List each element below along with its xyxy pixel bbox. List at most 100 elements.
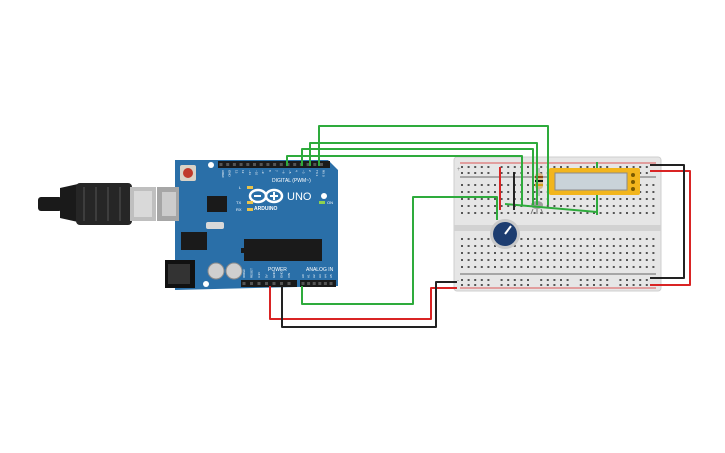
terminal-hole[interactable] bbox=[566, 259, 569, 261]
terminal-hole[interactable] bbox=[593, 205, 595, 207]
wire-rail-bridge-black[interactable] bbox=[650, 164, 685, 279]
rail-hole[interactable] bbox=[546, 279, 549, 281]
rail-hole[interactable] bbox=[467, 279, 470, 281]
power-wires-red[interactable] bbox=[269, 167, 691, 320]
terminal-hole[interactable] bbox=[579, 238, 582, 240]
terminal-hole[interactable] bbox=[639, 266, 642, 268]
terminal-hole[interactable] bbox=[612, 212, 615, 214]
terminal-hole[interactable] bbox=[553, 245, 556, 247]
terminal-hole[interactable] bbox=[546, 212, 549, 214]
terminal-hole[interactable] bbox=[480, 252, 483, 254]
terminal-hole[interactable] bbox=[546, 205, 549, 207]
terminal-hole[interactable] bbox=[619, 238, 622, 240]
terminal-hole[interactable] bbox=[480, 238, 483, 240]
digital-pin-socket[interactable] bbox=[313, 163, 317, 166]
rail-hole[interactable] bbox=[546, 284, 549, 286]
terminal-hole[interactable] bbox=[527, 252, 529, 254]
terminal-hole[interactable] bbox=[461, 184, 463, 186]
terminal-hole[interactable] bbox=[507, 184, 510, 186]
terminal-hole[interactable] bbox=[461, 266, 463, 268]
terminal-hole[interactable] bbox=[553, 252, 556, 254]
terminal-hole[interactable] bbox=[546, 259, 549, 261]
terminal-hole[interactable] bbox=[593, 238, 595, 240]
terminal-hole[interactable] bbox=[500, 252, 503, 254]
terminal-hole[interactable] bbox=[467, 252, 470, 254]
terminal-hole[interactable] bbox=[533, 259, 536, 261]
terminal-hole[interactable] bbox=[500, 212, 503, 214]
terminal-hole[interactable] bbox=[593, 252, 595, 254]
rail-hole[interactable] bbox=[566, 284, 569, 286]
terminal-hole[interactable] bbox=[639, 184, 642, 186]
terminal-hole[interactable] bbox=[586, 198, 589, 200]
terminal-hole[interactable] bbox=[467, 198, 470, 200]
terminal-hole[interactable] bbox=[599, 266, 602, 268]
rail-hole[interactable] bbox=[579, 284, 582, 286]
terminal-hole[interactable] bbox=[560, 259, 562, 261]
rail-hole[interactable] bbox=[566, 279, 569, 281]
terminal-hole[interactable] bbox=[480, 266, 483, 268]
rail-hole[interactable] bbox=[513, 279, 516, 281]
terminal-hole[interactable] bbox=[527, 245, 529, 247]
terminal-hole[interactable] bbox=[527, 238, 529, 240]
wire-d12-lcd[interactable] bbox=[286, 155, 523, 205]
wire-a0-pot[interactable] bbox=[301, 196, 498, 305]
terminal-hole[interactable] bbox=[599, 259, 602, 261]
terminal-hole[interactable] bbox=[586, 245, 589, 247]
terminal-hole[interactable] bbox=[573, 266, 576, 268]
terminal-hole[interactable] bbox=[619, 245, 622, 247]
rail-hole[interactable] bbox=[632, 166, 635, 168]
terminal-hole[interactable] bbox=[467, 245, 470, 247]
terminal-hole[interactable] bbox=[632, 259, 635, 261]
terminal-hole[interactable] bbox=[626, 259, 628, 261]
terminal-hole[interactable] bbox=[540, 245, 543, 247]
rail-hole[interactable] bbox=[461, 284, 463, 286]
terminal-hole[interactable] bbox=[474, 238, 477, 240]
digital-pin-socket[interactable] bbox=[239, 163, 243, 166]
terminal-hole[interactable] bbox=[639, 212, 642, 214]
terminal-hole[interactable] bbox=[513, 259, 516, 261]
terminal-hole[interactable] bbox=[645, 259, 648, 261]
terminal-hole[interactable] bbox=[645, 266, 648, 268]
terminal-hole[interactable] bbox=[639, 238, 642, 240]
terminal-hole[interactable] bbox=[612, 266, 615, 268]
terminal-hole[interactable] bbox=[593, 212, 595, 214]
terminal-hole[interactable] bbox=[474, 191, 477, 193]
terminal-hole[interactable] bbox=[560, 212, 562, 214]
rail-hole[interactable] bbox=[467, 166, 470, 168]
terminal-hole[interactable] bbox=[579, 259, 582, 261]
terminal-hole[interactable] bbox=[626, 245, 628, 247]
terminal-hole[interactable] bbox=[507, 266, 510, 268]
terminal-hole[interactable] bbox=[467, 259, 470, 261]
digital-pin-socket[interactable] bbox=[259, 163, 263, 166]
terminal-hole[interactable] bbox=[652, 259, 655, 261]
terminal-hole[interactable] bbox=[507, 191, 510, 193]
terminal-hole[interactable] bbox=[527, 212, 529, 214]
terminal-hole[interactable] bbox=[612, 259, 615, 261]
terminal-hole[interactable] bbox=[540, 252, 543, 254]
terminal-hole[interactable] bbox=[560, 266, 562, 268]
terminal-hole[interactable] bbox=[533, 252, 536, 254]
terminal-hole[interactable] bbox=[573, 238, 576, 240]
terminal-hole[interactable] bbox=[632, 205, 635, 207]
terminal-hole[interactable] bbox=[513, 252, 516, 254]
rail-hole[interactable] bbox=[474, 284, 477, 286]
terminal-hole[interactable] bbox=[606, 245, 609, 247]
terminal-hole[interactable] bbox=[533, 266, 536, 268]
terminal-hole[interactable] bbox=[500, 191, 503, 193]
rail-hole[interactable] bbox=[480, 284, 483, 286]
rail-hole[interactable] bbox=[553, 279, 556, 281]
rail-hole[interactable] bbox=[606, 284, 609, 286]
rail-hole[interactable] bbox=[599, 284, 602, 286]
digital-pin-socket[interactable] bbox=[226, 163, 230, 166]
rail-hole[interactable] bbox=[586, 166, 589, 168]
terminal-hole[interactable] bbox=[487, 252, 490, 254]
rail-hole[interactable] bbox=[507, 279, 510, 281]
rail-hole[interactable] bbox=[645, 172, 648, 174]
terminal-hole[interactable] bbox=[480, 245, 483, 247]
rail-hole[interactable] bbox=[474, 172, 477, 174]
terminal-hole[interactable] bbox=[586, 259, 589, 261]
rail-hole[interactable] bbox=[553, 166, 556, 168]
terminal-hole[interactable] bbox=[474, 198, 477, 200]
terminal-hole[interactable] bbox=[540, 238, 543, 240]
